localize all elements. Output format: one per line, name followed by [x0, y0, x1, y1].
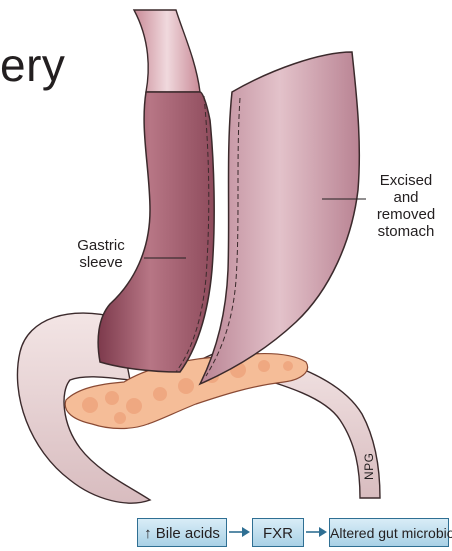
credit-label: NPG [362, 452, 376, 480]
excised-label-line: removed [366, 206, 446, 223]
excised-label-line: stomach [366, 223, 446, 240]
bile-acids-box: ↑ Bile acids [137, 518, 227, 547]
fxr-box: FXR [252, 518, 304, 547]
gastric-sleeve-label-line: Gastric [58, 237, 144, 254]
gut-microbiota-box: Altered gut microbiota [329, 518, 449, 547]
excised-label-line: Excised [366, 172, 446, 189]
flow-arrow-1 [229, 527, 250, 537]
title-fragment: ery [0, 42, 65, 88]
excised-stomach [200, 52, 359, 384]
excised-label-line: and [366, 189, 446, 206]
flow-arrow-2 [306, 527, 327, 537]
gastric-sleeve-label: Gastric sleeve [58, 237, 144, 271]
gastric-sleeve-label-line: sleeve [58, 254, 144, 271]
esophagus [134, 10, 200, 92]
excised-stomach-label: Excised and removed stomach [366, 172, 446, 240]
